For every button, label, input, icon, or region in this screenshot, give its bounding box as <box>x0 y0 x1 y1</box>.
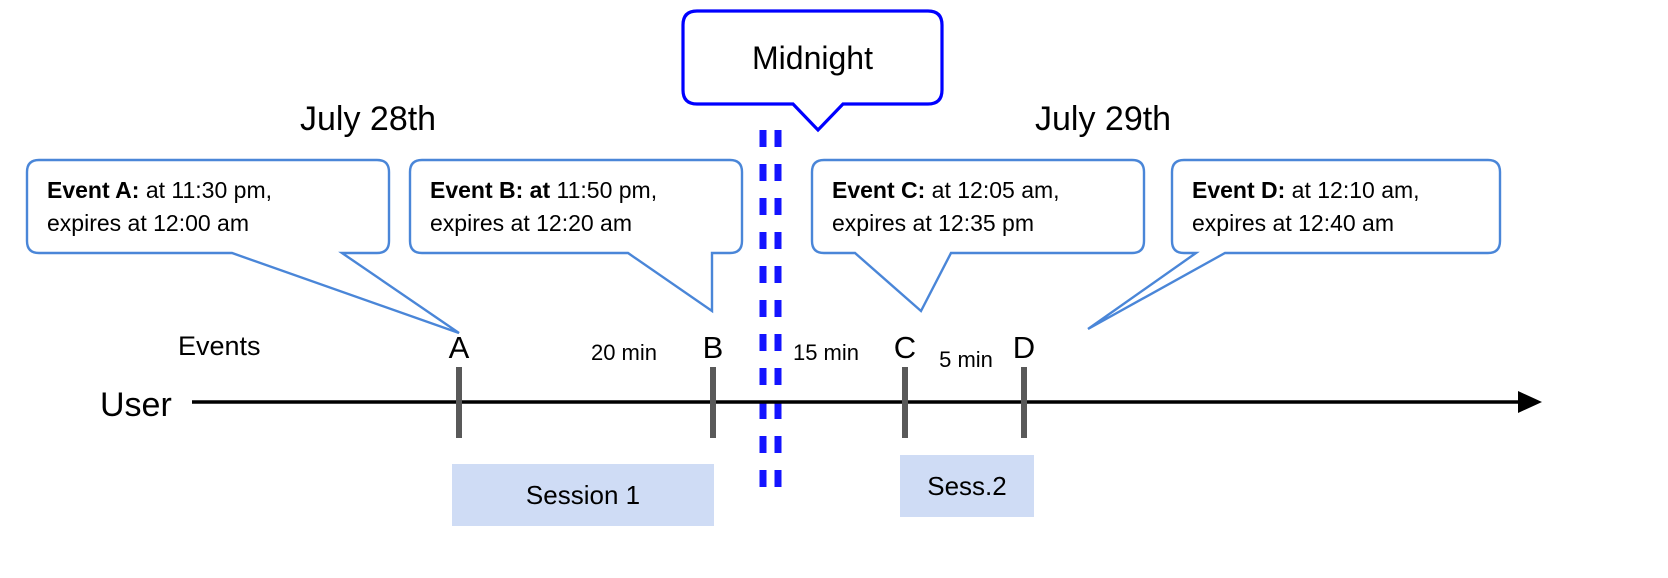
event-letter-a: A <box>448 330 470 365</box>
event-c-callout: Event C: at 12:05 am, expires at 12:35 p… <box>812 160 1144 253</box>
event-letter-b: B <box>702 330 724 365</box>
event-d-title: Event D: <box>1192 176 1286 203</box>
event-a-start-time: at 11:30 pm, <box>139 176 272 203</box>
event-a-callout: Event A: at 11:30 pm, expires at 12:00 a… <box>27 160 389 253</box>
event-c-start-time: at 12:05 am, <box>925 176 1060 203</box>
event-b-line-1: Event B: at 11:50 pm, <box>430 174 722 207</box>
date-label-july-29: July 29th <box>1035 100 1172 138</box>
session-box-1: Session 1 <box>452 464 714 526</box>
event-b-callout: Event B: at 11:50 pm, expires at 12:20 a… <box>410 160 742 253</box>
event-a-line-2: expires at 12:00 am <box>47 209 250 236</box>
event-b-line-2: expires at 12:20 am <box>430 209 633 236</box>
midnight-label: Midnight <box>752 39 873 76</box>
event-d-line-1: Event D: at 12:10 am, <box>1192 174 1480 207</box>
event-d-line-2: expires at 12:40 am <box>1192 209 1395 236</box>
events-row-label: Events <box>178 331 261 361</box>
interval-label-c-d: 5 min <box>939 347 993 372</box>
interval-label-a-b: 20 min <box>590 340 658 365</box>
event-letter-d: D <box>1012 330 1036 365</box>
event-letter-c: C <box>893 330 917 365</box>
date-label-july-28: July 28th <box>300 100 437 138</box>
user-row-label: User <box>100 386 172 424</box>
timeline-arrowhead <box>1518 391 1542 413</box>
event-a-line-1: Event A: at 11:30 pm, <box>47 174 369 207</box>
event-d-callout: Event D: at 12:10 am, expires at 12:40 a… <box>1172 160 1500 253</box>
session-box-2: Sess.2 <box>900 455 1034 517</box>
midnight-callout: Midnight <box>683 11 942 104</box>
event-b-title: Event B: at <box>430 176 551 203</box>
event-a-title: Event A: <box>47 176 140 203</box>
event-b-start-time: 11:50 pm, <box>550 176 658 203</box>
interval-label-b-c: 15 min <box>792 340 860 365</box>
event-c-line-2: expires at 12:35 pm <box>832 209 1035 236</box>
event-c-title: Event C: <box>832 176 926 203</box>
event-d-start-time: at 12:10 am, <box>1285 176 1420 203</box>
event-c-line-1: Event C: at 12:05 am, <box>832 174 1124 207</box>
